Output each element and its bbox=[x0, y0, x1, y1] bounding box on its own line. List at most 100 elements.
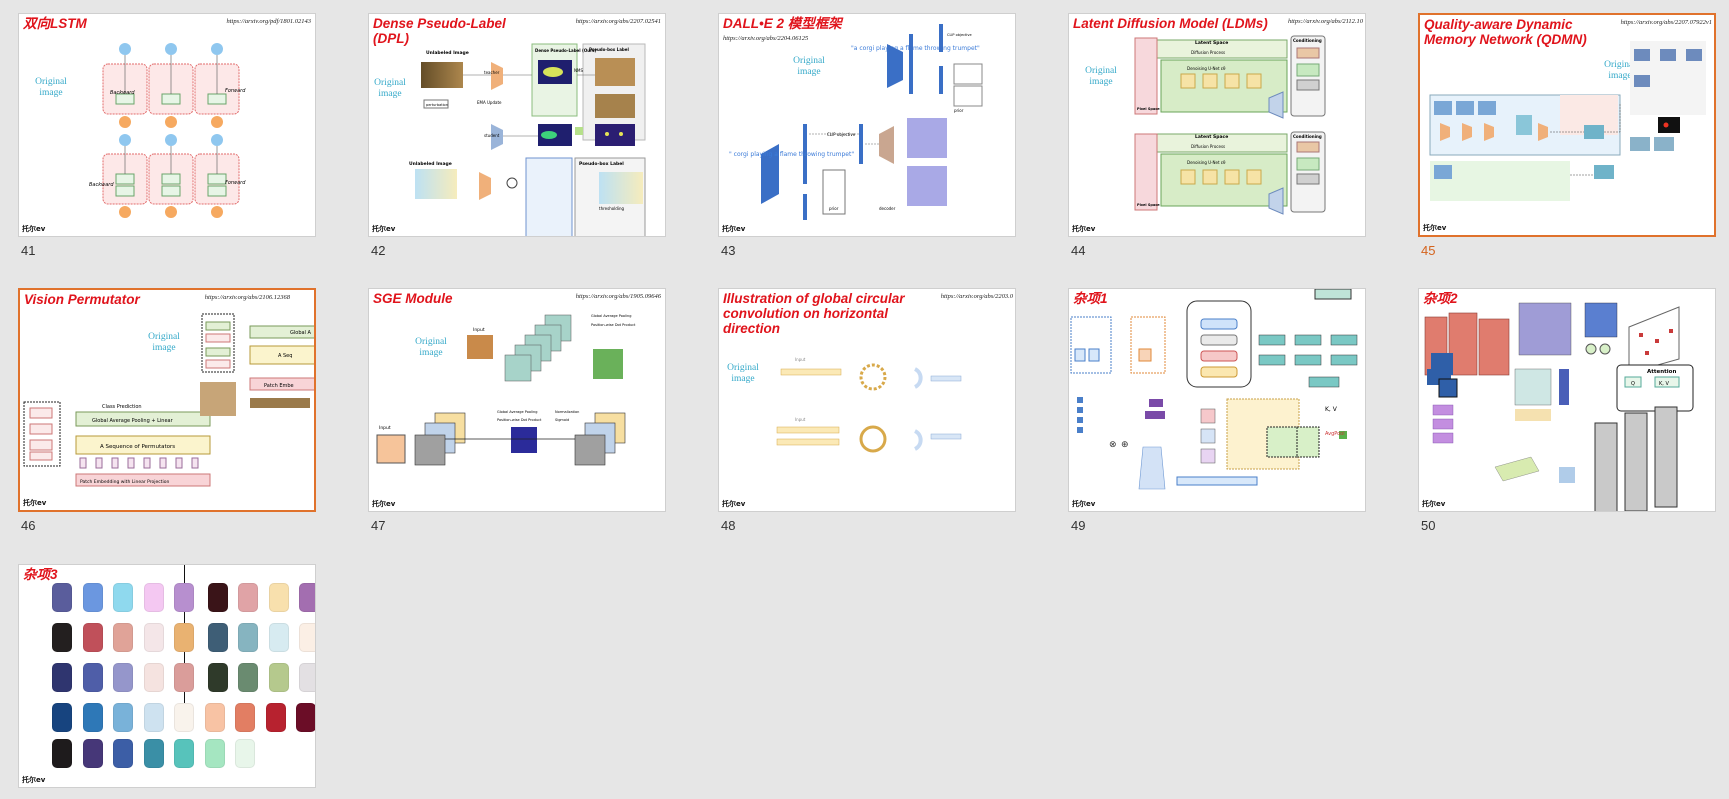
diffusion-process-label: Diffusion Process bbox=[1191, 50, 1225, 55]
corgi-caption: "a corgi playing a flame throwing trumpe… bbox=[851, 45, 980, 52]
color-swatch bbox=[238, 623, 258, 652]
color-swatch bbox=[143, 623, 164, 652]
prior-label: prior bbox=[829, 206, 839, 211]
legend-gap-label: Global Average Pooling bbox=[591, 314, 631, 318]
pixel-space-label: Pixel Space bbox=[1137, 107, 1160, 111]
slide-title: Quality-aware Dynamic Memory Network (QD… bbox=[1424, 17, 1587, 47]
slide-title: 杂项1 bbox=[1073, 291, 1108, 306]
color-swatch bbox=[235, 739, 255, 768]
denoising-unet-label: Denoising U-Net εθ bbox=[1187, 66, 1226, 71]
color-swatch bbox=[82, 739, 103, 768]
logo: 托尔ev bbox=[722, 225, 746, 233]
color-swatch bbox=[238, 583, 258, 612]
forward-label: Forward bbox=[225, 88, 246, 94]
color-swatch bbox=[207, 583, 228, 612]
slide-thumbnail-45[interactable]: Quality-aware Dynamic Memory Network (QD… bbox=[1418, 13, 1716, 237]
global-avg-label: Global A bbox=[290, 330, 312, 336]
decoder-label: decoder bbox=[879, 206, 896, 211]
color-swatch bbox=[113, 703, 133, 732]
color-swatch bbox=[82, 623, 103, 652]
color-swatch bbox=[238, 663, 258, 692]
logo: 托尔ev bbox=[1422, 500, 1446, 508]
latent-space-label: Latent Space bbox=[1195, 40, 1228, 46]
pixel-space-label-2: Pixel Space bbox=[1137, 203, 1160, 207]
original-image-label: Original image bbox=[415, 337, 447, 358]
qdmn-diagram bbox=[1429, 41, 1706, 201]
corgi-caption-2: " corgi playing a flame throwing trumpet… bbox=[729, 151, 854, 158]
slide-thumbnail-46[interactable]: Vision Permutator https://arxiv.org/abs/… bbox=[18, 288, 316, 512]
clip-objective-label-2: CLIP objective bbox=[947, 33, 972, 37]
ldm-diagram: Latent Space Diffusion Process Denoising… bbox=[1134, 35, 1326, 215]
slide-title: DALL•E 2 模型框架 bbox=[723, 16, 842, 31]
color-swatch bbox=[268, 623, 289, 652]
original-image-label: Original image bbox=[1604, 60, 1636, 81]
color-swatch bbox=[143, 703, 164, 732]
slide-thumbnail-48[interactable]: Illustration of global circular convolut… bbox=[718, 288, 1016, 512]
dpl-diagram: Unlabeled Image teacher student EMA Upda… bbox=[409, 43, 646, 236]
ema-update-label: EMA Update bbox=[477, 100, 502, 105]
slide-title: 杂项2 bbox=[1423, 291, 1458, 306]
svg-text:⊗: ⊗ bbox=[1109, 440, 1117, 450]
color-swatch bbox=[204, 739, 225, 768]
slide-number: 48 bbox=[721, 518, 736, 533]
original-image-label: Original image bbox=[374, 78, 406, 99]
slide-title: Vision Permutator bbox=[24, 292, 140, 307]
color-swatch bbox=[174, 623, 194, 652]
color-swatch bbox=[143, 663, 164, 692]
logo: 托尔ev bbox=[1072, 500, 1096, 508]
thresholding-label: thresholding bbox=[599, 206, 624, 211]
clip-objective-label: CLIP objective bbox=[827, 132, 856, 137]
slide-url: https://arxiv.org/abs/2207.02541 bbox=[575, 18, 661, 25]
slide-thumbnail-49[interactable]: 杂项1 ⊗⊕ K, V AvgPool bbox=[1068, 288, 1366, 512]
color-swatch bbox=[299, 583, 315, 612]
input-label: Input bbox=[473, 327, 485, 333]
unlabeled-image-label: Unlabeled Image bbox=[426, 50, 469, 56]
color-swatch bbox=[52, 663, 72, 692]
color-swatch bbox=[207, 663, 228, 692]
color-swatch bbox=[299, 623, 315, 652]
color-swatch bbox=[235, 703, 255, 732]
logo: 托尔ev bbox=[372, 500, 396, 508]
legend-gap-label-2: Global Average Pooling bbox=[497, 410, 537, 414]
backward-label: Backward bbox=[110, 90, 135, 96]
slide-url: https://arxiv.org/pdf/1801.02143 bbox=[226, 18, 312, 25]
original-image-label: Original image bbox=[35, 77, 67, 98]
input-label-2: Input bbox=[379, 425, 391, 431]
color-swatch bbox=[52, 703, 72, 732]
denoising-unet-label-2: Denoising U-Net εθ bbox=[1187, 160, 1226, 165]
slide-number: 45 bbox=[1421, 243, 1436, 258]
slide-number: 41 bbox=[21, 243, 36, 258]
color-swatch bbox=[113, 623, 133, 652]
color-swatch bbox=[52, 623, 72, 652]
color-swatch bbox=[82, 583, 103, 612]
conditioning-label: Conditioning bbox=[1293, 38, 1322, 43]
unlabeled-image-label-2: Unlabeled Image bbox=[409, 161, 452, 167]
nms-label: NMS bbox=[574, 68, 583, 73]
slide-thumbnail-42[interactable]: Dense Pseudo-Label (DPL) https://arxiv.o… bbox=[368, 13, 666, 237]
slide-thumbnail-44[interactable]: Latent Diffusion Model (LDMs) https://ar… bbox=[1068, 13, 1366, 237]
misc2-diagram: Attention Q K, V bbox=[1424, 302, 1694, 511]
color-swatch bbox=[52, 583, 72, 612]
input-label: Input bbox=[795, 357, 806, 362]
latent-space-label-2: Latent Space bbox=[1195, 134, 1228, 140]
class-prediction-label: Class Prediction bbox=[102, 404, 142, 410]
color-swatch bbox=[143, 739, 164, 768]
color-swatch bbox=[265, 703, 286, 732]
slide-thumbnail-51[interactable]: 杂项3 托尔ev bbox=[18, 564, 316, 788]
slide-thumbnail-50[interactable]: 杂项2 Attention Q K, V 托尔ev bbox=[1418, 288, 1716, 512]
slide-title: Illustration of global circular convolut… bbox=[723, 291, 905, 336]
svg-text:⊕: ⊕ bbox=[1121, 440, 1129, 450]
slide-thumbnail-41[interactable]: 双向LSTM https://arxiv.org/pdf/1801.02143 … bbox=[18, 13, 316, 237]
slide-number: 47 bbox=[371, 518, 386, 533]
a-seq-label: A Seq bbox=[278, 353, 292, 359]
color-swatch bbox=[174, 663, 194, 692]
color-swatch bbox=[296, 703, 315, 732]
slide-thumbnail-47[interactable]: SGE Module https://arxiv.org/abs/1905.09… bbox=[368, 288, 666, 512]
slide-url: https://arxiv.org/abs/2203.0 bbox=[940, 293, 1013, 300]
color-swatch bbox=[174, 583, 194, 612]
slide-thumbnail-43[interactable]: DALL•E 2 模型框架 https://arxiv.org/abs/2204… bbox=[718, 13, 1016, 237]
patch-embe-label: Patch Embe bbox=[264, 383, 294, 389]
logo: 托尔ev bbox=[22, 225, 46, 233]
slide-number: 50 bbox=[1421, 518, 1436, 533]
original-image-label: Original image bbox=[1085, 66, 1117, 87]
